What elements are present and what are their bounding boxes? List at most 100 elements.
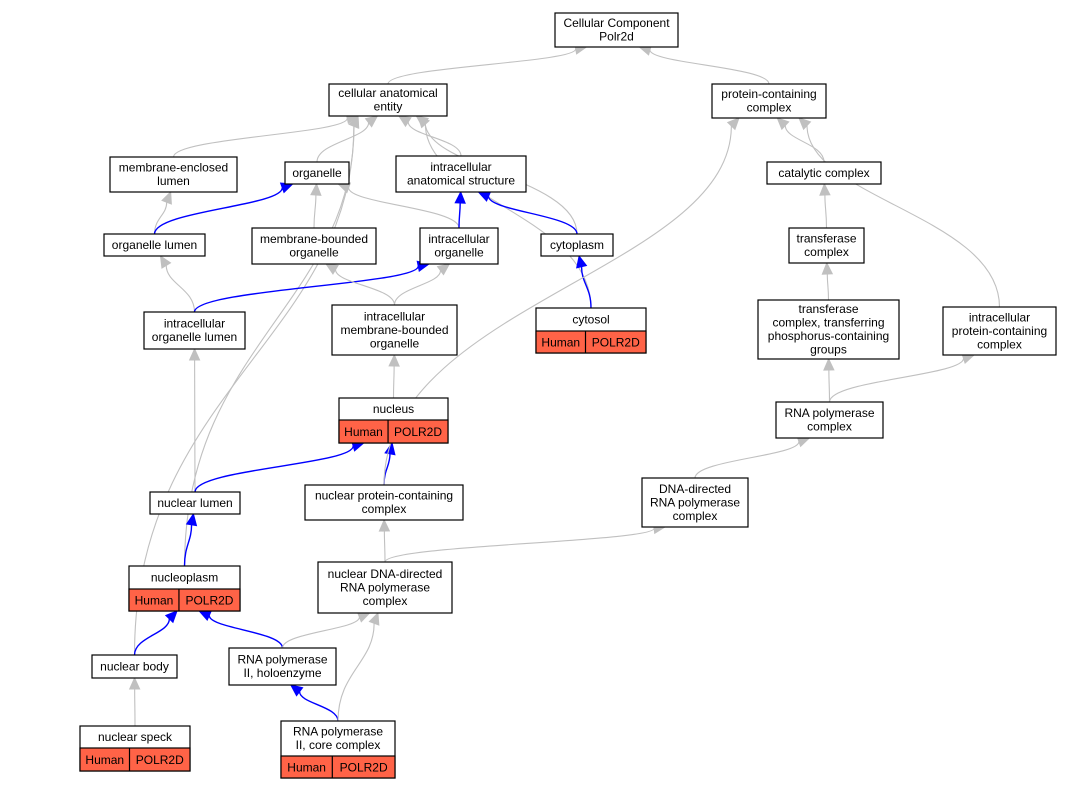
edge-cytosol-to-cyto [580,266,592,309]
edge-rnap2h-to-nddrp [281,616,360,649]
node-label-line: II, holoenzyme [243,666,321,680]
node-nb[interactable]: nuclear body [91,654,178,679]
node-label-line: transferase [796,232,856,246]
node-label-line: membrane-enclosed [119,161,228,175]
node-box [91,654,178,679]
node-label-line: complex, transferring [772,316,884,330]
node-label-line: intracellular [430,160,491,174]
edge-nb-to-cae [133,126,355,656]
node-cat[interactable]: catalytic complex [766,161,882,185]
edge-nucleus-to-imbo [392,365,395,399]
gene-label: POLR2D [340,761,388,775]
node-label-line: nuclear protein-containing [315,489,453,503]
node-box [284,161,350,185]
node-label-line: nuclear body [100,659,169,673]
node-box [143,311,246,350]
edge-iorg-to-org [348,187,460,229]
edge-iorg-to-ias [458,202,461,229]
arrowhead-cyto-to-ias [477,191,492,202]
node-label-line: RNA polymerase [784,406,874,420]
node-label-line: nucleoplasm [151,570,218,584]
node-label-line: groups [810,343,847,357]
arrowhead-imbo-to-mbo [325,263,339,275]
annotation-row [535,330,647,354]
edge-imbo-to-mbo [334,269,396,306]
node-box [711,83,827,119]
node-box [328,83,448,117]
edge-iol-to-orgl [165,265,196,313]
node-box [419,227,499,265]
node-box [775,401,884,439]
arrowhead-rnap2c-to-rnap2h [289,684,304,697]
node-nl[interactable]: nuclear lumen [149,491,241,515]
gene-label: POLR2D [394,425,442,439]
node-label-line: complex [807,420,852,434]
node-orgl[interactable]: organelle lumen [103,233,206,257]
edge-nl-to-nucleus [194,445,354,493]
arrowhead-nl-to-iol [188,347,201,361]
node-label-line: cytosol [572,312,609,326]
node-label-line: DNA-directed [659,482,731,496]
arrowhead-nucleus-to-imbo [388,353,400,367]
node-org[interactable]: organelle [284,161,350,185]
node-label-line: organelle lumen [152,330,237,344]
node-box [304,484,464,521]
node-label-line: nuclear speck [98,730,173,744]
arrowhead-np-to-nl [185,512,198,527]
edge-orgl-to-org [153,187,283,235]
arrowhead-npcc-to-nucleus [384,441,396,456]
node-box [641,477,749,528]
node-label-line: nucleus [373,402,414,416]
arrowhead-cytosol-to-cae [417,115,430,129]
arrowhead-rnap2h-to-nddrp [356,611,371,623]
arrowhead-rnap2h-to-np [198,610,213,621]
node-label-line: RNA polymerase [237,653,327,667]
node-cyto[interactable]: cytoplasm [540,233,614,257]
edge-rnap2c-to-nddrp [337,623,375,722]
species-label: Human [344,425,383,439]
arrowhead-mbo-to-org [310,182,322,196]
node-box [251,227,377,265]
edge-nddrp-to-ddrp [384,527,655,563]
annotation-row [128,588,241,612]
node-label-line: complex [804,245,849,259]
node-label-line: RNA polymerase [293,725,383,739]
node-label-line: complex [362,502,407,516]
node-label-line: protein-containing [952,324,1047,338]
arrowhead-iorg-to-ias [454,190,466,204]
species-label: Human [85,753,124,767]
node-label-line: transferase [798,302,858,316]
arrowhead-nddrp-to-npcc [378,518,391,532]
edge-ipcc-to-pcc [806,125,1001,308]
node-label-line: complex [673,509,718,523]
node-label-line: organelle [292,166,342,180]
edge-nb-to-np [133,618,171,656]
node-label-line: organelle [289,246,339,260]
node-box [540,233,614,257]
arrowhead-ipcc-to-pcc [798,117,812,131]
